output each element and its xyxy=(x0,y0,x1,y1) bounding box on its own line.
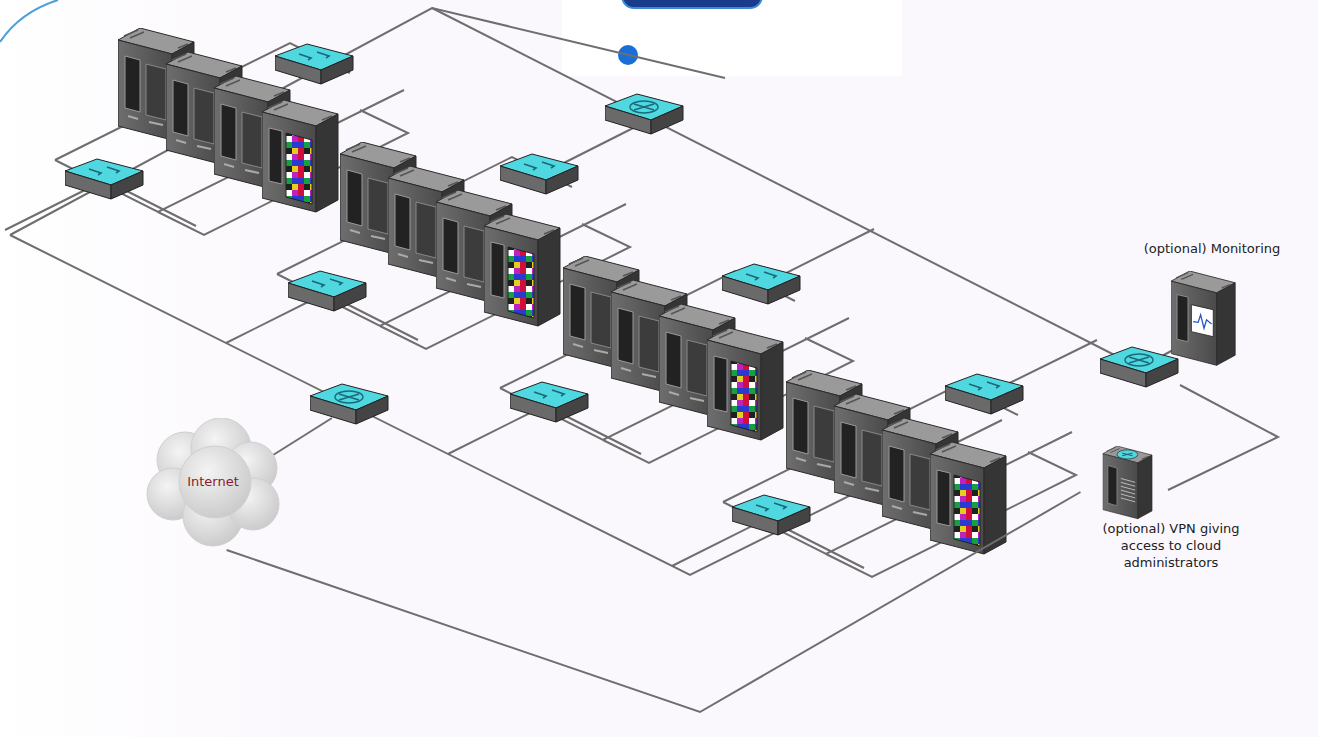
node-label: (optional) VPN giving access to cloud ad… xyxy=(1089,520,1254,571)
node-label: (optional) Monitoring xyxy=(1144,240,1280,257)
switches xyxy=(65,44,1023,535)
network-link xyxy=(227,492,1081,712)
monitoring-server: (optional) Monitoring xyxy=(1108,240,1316,367)
server-racks xyxy=(118,28,1006,554)
left-fade xyxy=(0,0,300,737)
logo-panel xyxy=(562,0,902,76)
internet-cloud: Internet xyxy=(145,418,281,550)
monitoring-server-icon xyxy=(1171,271,1237,367)
node-label: Internet xyxy=(187,473,239,490)
corner-arc xyxy=(0,0,58,42)
logo-bar xyxy=(622,0,762,8)
vpn-server-icon xyxy=(1091,446,1165,520)
server-group-wires xyxy=(55,43,1076,577)
vpn-server: (optional) VPN giving access to cloud ad… xyxy=(1081,446,1262,571)
network-wires xyxy=(5,8,1278,575)
